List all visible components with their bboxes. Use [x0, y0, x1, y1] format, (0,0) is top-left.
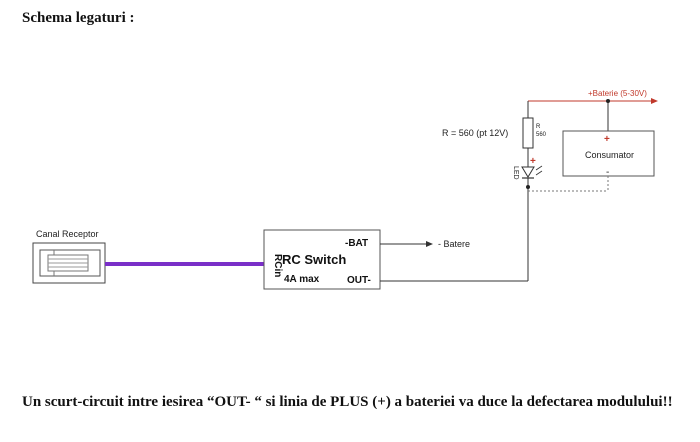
page-title: Schema legaturi : [22, 10, 135, 26]
resistor-value-label: R = 560 (pt 12V) [442, 128, 508, 138]
load-return-wire [528, 176, 609, 192]
receptor-connector [32, 242, 106, 284]
out-wire [380, 187, 529, 282]
switch-name: RC Switch [282, 252, 346, 267]
consumator-load: Consumator + - [562, 130, 655, 178]
pin-rcin-label: RCin [272, 254, 283, 277]
pin-bat-label: -BAT [345, 238, 368, 249]
receptor-label: Canal Receptor [36, 229, 99, 239]
rc-switch-module: RC Switch 4A max -BAT OUT- RCin [263, 229, 381, 290]
resistor-tag-r: R [536, 124, 541, 130]
consumator-plus: + [604, 134, 610, 145]
resistor [522, 117, 534, 160]
batere-minus-label: - Batere [438, 239, 470, 249]
baterie-plus-wire [527, 98, 658, 131]
led-plus-sign: + [530, 156, 536, 167]
led-label: LED [512, 166, 519, 180]
consumator-label: Consumator [585, 150, 634, 160]
consumator-minus: - [606, 167, 609, 178]
pin-out-label: OUT- [347, 275, 371, 286]
led [521, 160, 543, 189]
short-circuit-warning: Un scurt-circuit intre iesirea “OUT- “ s… [22, 394, 673, 410]
batere-minus-wire [380, 241, 433, 247]
baterie-plus-label: +Baterie (5-30V) [588, 89, 647, 98]
switch-rating: 4A max [284, 274, 320, 285]
resistor-tag-value: 560 [536, 132, 547, 138]
